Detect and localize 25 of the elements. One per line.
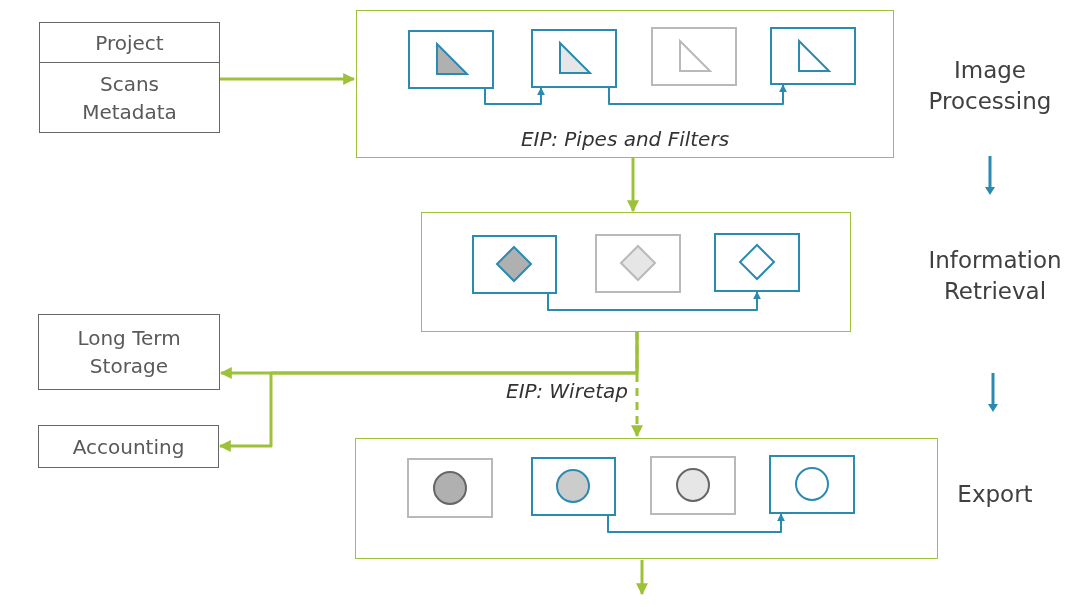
stage-label: Export: [956, 480, 1034, 509]
filter-box: [769, 26, 856, 85]
stage-label: Image Processing: [927, 56, 1053, 116]
filter-box: [768, 454, 855, 514]
system-box: [38, 314, 220, 390]
stage-panel: [421, 212, 851, 332]
filter-box: [406, 457, 493, 518]
filter-box: [407, 29, 494, 89]
filter-box: [471, 234, 557, 294]
filter-box: [530, 456, 616, 516]
filter-box: [650, 26, 737, 86]
box-label: Accounting: [71, 433, 186, 461]
stage-label: Information Retrieval: [927, 246, 1063, 306]
box-label: Long Term Storage: [76, 325, 182, 380]
system-box: [38, 425, 219, 468]
box-label: Project: [40, 23, 219, 63]
filter-box: [713, 232, 800, 292]
stage-panel: [356, 10, 894, 158]
stage-panel: [355, 438, 938, 559]
pattern-caption: EIP: Pipes and Filters: [519, 126, 731, 153]
box-label: Scans Metadata: [81, 70, 178, 126]
system-box: [39, 22, 220, 133]
filter-box: [594, 233, 681, 293]
filter-box: [649, 455, 736, 515]
filter-box: [530, 28, 617, 88]
